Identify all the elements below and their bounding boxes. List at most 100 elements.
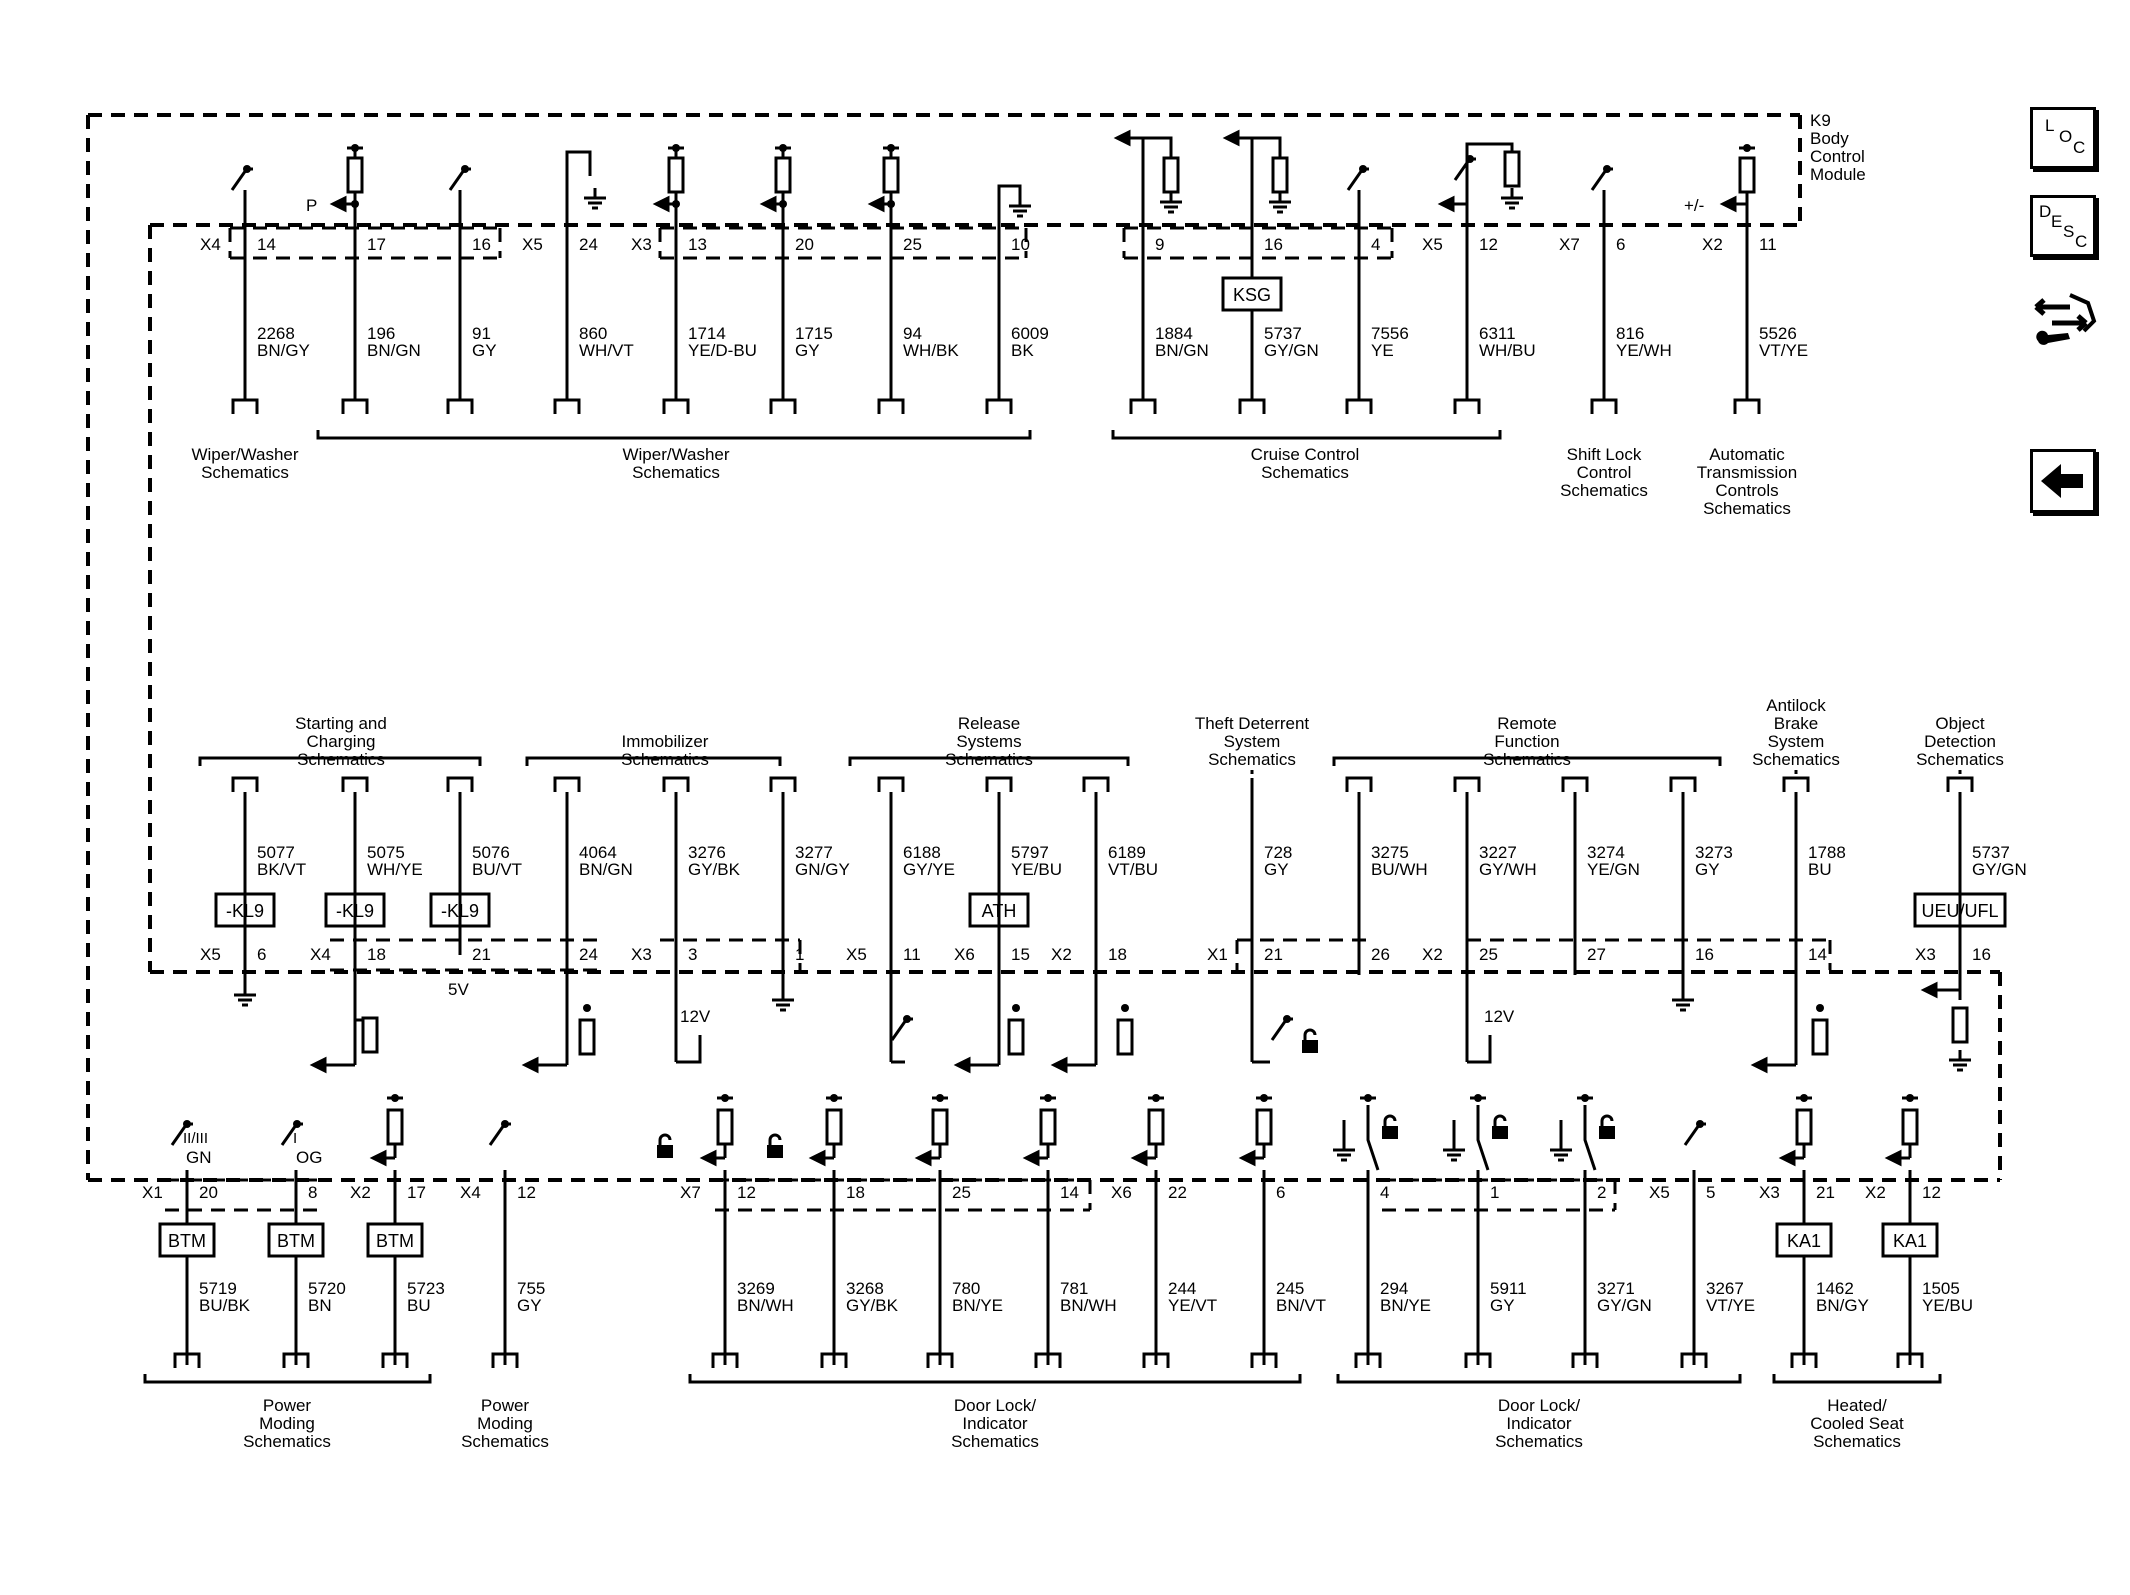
mid-group-label: Schematics	[621, 750, 709, 769]
bot-wire-number: 5720	[308, 1279, 346, 1298]
module-name-line: Control	[1810, 147, 1865, 166]
bot-connector-label: X7	[680, 1183, 701, 1202]
mid-group-label: Schematics	[945, 750, 1033, 769]
back-arrow-button[interactable]	[2030, 449, 2096, 513]
bot-connector-label: X2	[350, 1183, 371, 1202]
mid-wire-color: GY/GN	[1972, 860, 2027, 879]
top-connector-label: X4	[200, 235, 221, 254]
bot-pin-label: 25	[952, 1183, 971, 1202]
bot-connector-label: X1	[142, 1183, 163, 1202]
bot-wire-color: BU	[407, 1296, 431, 1315]
bot-wire-color: BN/GY	[1816, 1296, 1869, 1315]
bot-wire-number: 5911	[1490, 1279, 1527, 1298]
mid-wire-color: BU	[1808, 860, 1832, 879]
mid-pin-label: 3	[688, 945, 697, 964]
mid-group-label: Schematics	[1483, 750, 1571, 769]
bot-wire-number: 245	[1276, 1279, 1304, 1298]
top-wire-color: BK	[1011, 341, 1034, 360]
loc-button[interactable]: L O C	[2030, 107, 2096, 169]
bot-connector-label: X6	[1111, 1183, 1132, 1202]
mid-connector-label: X2	[1422, 945, 1443, 964]
mid-group-label: Detection	[1924, 732, 1996, 751]
top-wire-number: 91	[472, 324, 491, 343]
mid-pin-label: 14	[1808, 945, 1827, 964]
transmission-controls-label: Transmission	[1697, 463, 1797, 482]
bot-wire-color: BN	[308, 1296, 332, 1315]
mid-pin-label: 15	[1011, 945, 1030, 964]
mid-wire-color: GY	[1264, 860, 1289, 879]
wiper-washer-label-2: Wiper/Washer	[622, 445, 729, 464]
diagram-lines	[86, 113, 2007, 1384]
bot-group-label: Power	[481, 1396, 530, 1415]
top-connector-label: X5	[1422, 235, 1443, 254]
mid-group-label: Immobilizer	[622, 732, 709, 751]
mid-wire-number: 3274	[1587, 843, 1625, 862]
mid-connector-label: X4	[310, 945, 331, 964]
bot-wire-number: 5719	[199, 1279, 237, 1298]
top-wire-number: 1884	[1155, 324, 1193, 343]
bot-wire-number: 3268	[846, 1279, 884, 1298]
bot-box-btm: BTM	[168, 1231, 206, 1251]
bot-pin-label: 6	[1276, 1183, 1285, 1202]
top-connector-label: X3	[631, 235, 652, 254]
top-wire-number: 1714	[688, 324, 726, 343]
mid-connector-label: X5	[846, 945, 867, 964]
mid-connector-label: X3	[1915, 945, 1936, 964]
mid-wire-number: 3273	[1695, 843, 1733, 862]
connector-tool-icon[interactable]	[2030, 283, 2100, 353]
bot-pin-label: 18	[846, 1183, 865, 1202]
bot-pin-label: 5	[1706, 1183, 1715, 1202]
shift-lock-label: Control	[1577, 463, 1632, 482]
mid-wire-number: 3277	[795, 843, 833, 862]
12v-mark-1: 12V	[680, 1007, 711, 1026]
top-wire-color: WH/BU	[1479, 341, 1536, 360]
mid-wire-color: GY/BK	[688, 860, 741, 879]
bot-wire-color: BU/BK	[199, 1296, 251, 1315]
wiper-washer-label-1: Wiper/Washer	[191, 445, 298, 464]
top-wire-number: 6009	[1011, 324, 1049, 343]
mid-wire-color: WH/YE	[367, 860, 423, 879]
top-connector-label: X7	[1559, 235, 1580, 254]
bot-wire-number: 3271	[1597, 1279, 1635, 1298]
mid-pin-label: 25	[1479, 945, 1498, 964]
bot-wire-color: GY/BK	[846, 1296, 899, 1315]
mid-group-label: System	[1768, 732, 1825, 751]
transmission-controls-label: Automatic	[1709, 445, 1785, 464]
bot-pin-label: 20	[199, 1183, 218, 1202]
bot-group-label: Schematics	[951, 1432, 1039, 1451]
cruise-control-label: Cruise Control	[1251, 445, 1360, 464]
mid-group-label: Schematics	[1916, 750, 2004, 769]
bot-wire-number: 5723	[407, 1279, 445, 1298]
bot-box-btm: BTM	[376, 1231, 414, 1251]
bot-wire-color: GY/GN	[1597, 1296, 1652, 1315]
top-wire-color: BN/GY	[257, 341, 310, 360]
bot-wire-color: GY	[1490, 1296, 1515, 1315]
mid-box--kl9: -KL9	[441, 901, 479, 921]
mid-group-label: Charging	[307, 732, 376, 751]
loc-letter-1: L	[2045, 116, 2055, 135]
shift-lock-label: Shift Lock	[1567, 445, 1642, 464]
desc-button[interactable]: D E S C	[2030, 195, 2096, 257]
bot-group-label: Door Lock/	[1498, 1396, 1580, 1415]
mid-wire-color: BK/VT	[257, 860, 306, 879]
mid-connector-label: X6	[954, 945, 975, 964]
bot-wire-color: BN/YE	[952, 1296, 1003, 1315]
bot-pin-label: 4	[1380, 1183, 1389, 1202]
mid-pin-label: 27	[1587, 945, 1606, 964]
mid-group-label: Release	[958, 714, 1020, 733]
bot-box-ka1: KA1	[1893, 1231, 1927, 1251]
bot-pin-label: 12	[737, 1183, 756, 1202]
bot-pin-label: 12	[517, 1183, 536, 1202]
mid-group-label: Schematics	[1208, 750, 1296, 769]
mid-wire-number: 3275	[1371, 843, 1409, 862]
top-wire-color: BN/GN	[1155, 341, 1209, 360]
bot-wire-number: 3269	[737, 1279, 775, 1298]
mid-wire-number: 1788	[1808, 843, 1846, 862]
top-wire-color: WH/BK	[903, 341, 959, 360]
module-name-line: Module	[1810, 165, 1866, 184]
switch-label-2: I	[293, 1130, 297, 1147]
bot-wire-number: 780	[952, 1279, 980, 1298]
top-wire-color: BN/GN	[367, 341, 421, 360]
top-pin-label: 16	[472, 235, 491, 254]
bot-box-ka1: KA1	[1787, 1231, 1821, 1251]
